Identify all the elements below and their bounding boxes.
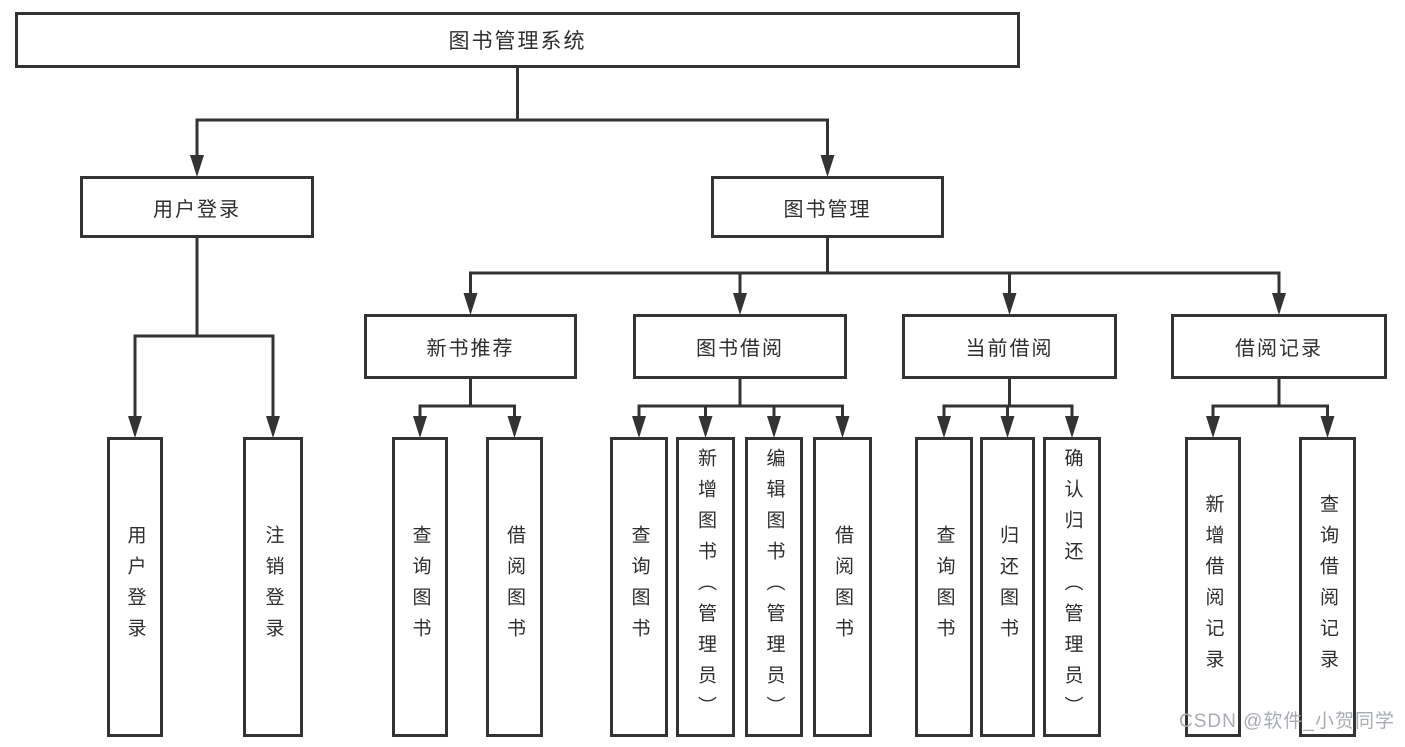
node-label-leaf-query-record: 查询借阅记录	[1317, 494, 1338, 680]
node-current-borrow: 当前借阅	[902, 314, 1117, 379]
node-leaf-query-record: 查询借阅记录	[1299, 437, 1356, 737]
node-leaf-return-book: 归还图书	[980, 437, 1035, 737]
arrowhead-icon	[820, 155, 835, 177]
arrowhead-icon	[1002, 293, 1017, 315]
node-root: 图书管理系统	[15, 12, 1020, 68]
node-leaf-user-login: 用户登录	[107, 437, 163, 737]
node-label-root: 图书管理系统	[448, 30, 587, 53]
node-label-leaf-query-current: 查询图书	[933, 525, 955, 649]
node-label-leaf-query-new: 查询图书	[409, 525, 431, 649]
arrowhead-icon	[1320, 416, 1335, 438]
arrowhead-icon	[632, 416, 646, 438]
node-leaf-query-borrow: 查询图书	[610, 437, 668, 737]
node-label-leaf-user-login: 用户登录	[124, 525, 146, 649]
node-label-leaf-add-book: 新增图书（管理员）	[695, 447, 716, 727]
node-label-current-borrow: 当前借阅	[965, 338, 1054, 360]
arrowhead-icon	[1272, 293, 1286, 315]
arrowhead-icon	[507, 416, 522, 438]
node-leaf-borrow-new: 借阅图书	[486, 437, 543, 737]
arrowhead-icon	[190, 155, 204, 177]
arrowhead-icon	[698, 416, 713, 438]
node-leaf-add-book: 新增图书（管理员）	[676, 437, 735, 737]
node-label-leaf-confirm-return: 确认归还（管理员）	[1061, 447, 1083, 727]
node-label-leaf-query-borrow: 查询图书	[628, 525, 650, 649]
node-borrow-records: 借阅记录	[1171, 314, 1387, 379]
node-leaf-edit-book: 编辑图书（管理员）	[745, 437, 803, 737]
node-leaf-borrow-book: 借阅图书	[813, 437, 872, 737]
arrowhead-icon	[1000, 416, 1015, 438]
arrowhead-icon	[733, 293, 747, 315]
node-label-book-mgmt: 图书管理	[783, 198, 872, 221]
node-leaf-confirm-return: 确认归还（管理员）	[1043, 437, 1101, 737]
node-leaf-logout: 注销登录	[243, 437, 303, 737]
arrowhead-icon	[128, 416, 142, 438]
node-label-leaf-borrow-book: 借阅图书	[832, 525, 853, 649]
node-label-user-login: 用户登录	[153, 198, 241, 221]
node-label-leaf-borrow-new: 借阅图书	[504, 525, 525, 649]
arrowhead-icon	[835, 416, 850, 438]
arrowhead-icon	[767, 416, 781, 438]
node-label-leaf-add-record: 新增借阅记录	[1202, 494, 1224, 680]
node-label-new-books: 新书推荐	[426, 338, 515, 360]
arrowhead-icon	[937, 416, 951, 438]
node-book-borrow: 图书借阅	[633, 314, 847, 379]
arrowhead-icon	[413, 416, 427, 438]
node-label-book-borrow: 图书借阅	[696, 338, 784, 360]
node-book-mgmt: 图书管理	[711, 176, 944, 238]
arrowhead-icon	[1065, 416, 1079, 438]
node-leaf-query-current: 查询图书	[915, 437, 973, 737]
node-leaf-add-record: 新增借阅记录	[1185, 437, 1241, 737]
node-leaf-query-new: 查询图书	[392, 437, 448, 737]
arrowhead-icon	[1206, 416, 1220, 438]
watermark-text: CSDN @软件_小贺同学	[1179, 711, 1395, 732]
arrowhead-icon	[266, 416, 280, 438]
node-label-borrow-records: 借阅记录	[1235, 338, 1323, 360]
node-new-books: 新书推荐	[364, 314, 577, 379]
node-label-leaf-edit-book: 编辑图书（管理员）	[763, 447, 785, 727]
node-label-leaf-logout: 注销登录	[262, 525, 284, 649]
node-label-leaf-return-book: 归还图书	[997, 525, 1018, 649]
node-user-login: 用户登录	[80, 176, 314, 238]
arrowhead-icon	[463, 293, 478, 315]
